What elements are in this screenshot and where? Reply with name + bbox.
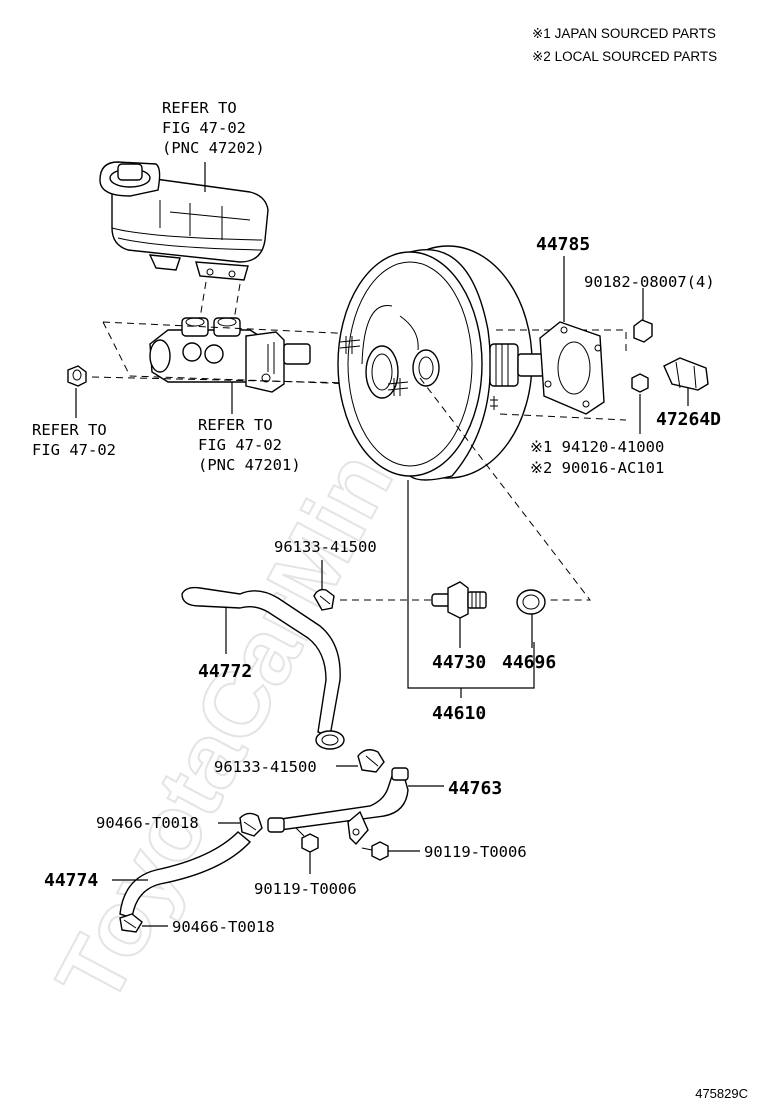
clamp-96133-lower-drawing (357, 749, 385, 773)
master-cylinder-drawing (149, 317, 311, 393)
hose-44772-drawing (181, 586, 345, 750)
reservoir-ref-line3: (PNC 47202) (162, 139, 265, 157)
nut-ref-line2: FIG 47-02 (32, 441, 116, 459)
gasket-44785-drawing (539, 321, 605, 415)
pipe-44763-drawing (267, 767, 409, 846)
check-valve-guide (419, 377, 592, 601)
nut-guide-line (91, 376, 353, 384)
part-44785-label: 44785 (536, 234, 590, 255)
cylinder-mount-plane (102, 321, 357, 385)
part-44730-label: 44730 (432, 652, 486, 673)
reservoir-mount-guides (199, 281, 241, 321)
legend-local-sourced: ※2 LOCAL SOURCED PARTS (532, 49, 717, 64)
bolt-90119-lower-drawing (295, 827, 319, 853)
master-cylinder-ref-line2: FIG 47-02 (198, 436, 282, 454)
clamp-90466-upper-drawing (239, 812, 263, 837)
brake-booster-drawing (337, 245, 545, 481)
booster-44610-bracket-line (407, 480, 535, 689)
part-90182-label: 90182-08007(4) (584, 273, 715, 291)
part-94120-label: ※1 94120-41000 (530, 438, 664, 456)
part-90119-right-label: 90119-T0006 (424, 843, 527, 861)
reservoir-tank-drawing (99, 161, 269, 281)
part-44696-label: 44696 (502, 652, 556, 673)
part-44772-label: 44772 (198, 661, 252, 682)
master-cylinder-ref-line3: (PNC 47201) (198, 456, 301, 474)
part-44610-label: 44610 (432, 703, 486, 724)
grommet-44696-drawing (516, 589, 546, 615)
bracket-47264D-drawing (663, 357, 709, 391)
nut-94120-drawing (631, 373, 649, 393)
part-44774-label: 44774 (44, 870, 98, 891)
nut-ref-line1: REFER TO (32, 421, 107, 439)
part-96133-upper-label: 96133-41500 (274, 538, 377, 556)
part-44763-label: 44763 (448, 778, 502, 799)
part-90466-lower-label: 90466-T0018 (172, 918, 275, 936)
part-90119-lower-label: 90119-T0006 (254, 880, 357, 898)
bolt-90119-right-drawing (361, 841, 389, 861)
reservoir-ref-line2: FIG 47-02 (162, 119, 246, 137)
master-cylinder-ref-line1: REFER TO (198, 416, 273, 434)
part-90016-label: ※2 90016-AC101 (530, 459, 664, 477)
legend-japan-sourced: ※1 JAPAN SOURCED PARTS (532, 26, 716, 41)
cylinder-nut-drawing (67, 365, 87, 387)
check-valve-44730-drawing (431, 581, 487, 619)
clamp-90466-lower-drawing (119, 913, 143, 933)
figure-id: 475829C (695, 1086, 748, 1101)
part-90466-upper-label: 90466-T0018 (96, 814, 199, 832)
part-96133-lower-label: 96133-41500 (214, 758, 317, 776)
part-47264D-label: 47264D (656, 409, 721, 430)
booster-mount-plane (496, 329, 627, 421)
nut-90182-drawing (633, 319, 653, 343)
reservoir-ref-line1: REFER TO (162, 99, 237, 117)
